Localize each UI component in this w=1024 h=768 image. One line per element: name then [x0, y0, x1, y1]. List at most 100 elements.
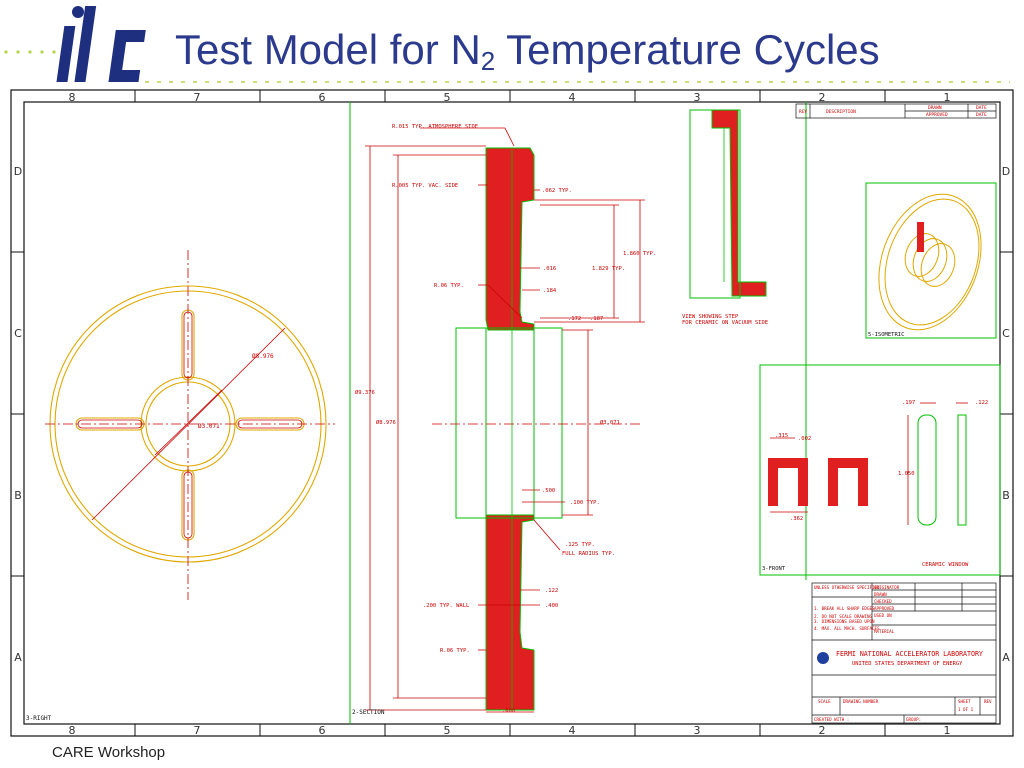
row-label-left: D [14, 165, 22, 178]
dim-r005: R.005 TYP. VAC. SIDE [392, 183, 458, 189]
note-3: 3. DIMENSIONS BASED UPON [814, 619, 875, 624]
view-label-right: 3-RIGHT [26, 715, 52, 722]
note-2: 2. DO NOT SCALE DRAWING [814, 614, 872, 619]
step-note-2: FOR CERAMIC ON VACUUM SIDE [682, 320, 768, 326]
col-label-bottom: 2 [819, 724, 826, 737]
front-view-labels: .197 .122 1.050 .315 .002 .362 CERAMIC W… [775, 400, 988, 568]
step-note-1: VIEW SHOWING STEP [682, 314, 739, 320]
sheet-value: 1 OF 1 [958, 707, 974, 712]
row-labels: D C B A D C B A [14, 165, 1010, 664]
description-label: DESCRIPTION [826, 109, 856, 115]
section-labels: R.015 TYP. ATMOSPHERE SIDE R.005 TYP. VA… [355, 124, 656, 714]
dim-122-window: .122 [975, 400, 988, 406]
row-label-left: A [14, 651, 22, 664]
dim-200: .200 TYP. WALL [423, 603, 470, 609]
isometric-view [878, 193, 982, 331]
lab-name: FERMI NATIONAL ACCELERATOR LABORATORY [836, 650, 983, 658]
row-label-right: A [1002, 651, 1010, 664]
row-label-left: B [14, 489, 22, 502]
col-label-top: 8 [69, 91, 76, 104]
view-label-front: 3-FRONT [762, 566, 786, 572]
title-suffix: Temperature Cycles [495, 26, 880, 73]
col-label-bottom: 4 [569, 724, 576, 737]
step-detail [689, 109, 767, 299]
title-block-lab: FERMI NATIONAL ACCELERATOR LABORATORY UN… [836, 650, 983, 667]
checked-label: CHECKED [874, 599, 892, 604]
dim-400: .400 [545, 603, 558, 609]
dim-1050: 1.050 [898, 471, 915, 477]
row-label-left: C [14, 327, 22, 340]
right-view-labels: Ø8.976 Ø3.071 [198, 353, 274, 430]
rev-label-tb: REV [984, 699, 992, 704]
dim-r06-upper: R.06 TYP. [434, 283, 464, 289]
drawn-label-tb: DRAWN [874, 592, 887, 597]
dim-197: .197 [902, 400, 915, 406]
col-label-bottom: 7 [194, 724, 201, 737]
doe-name: UNITED STATES DEPARTMENT OF ENERGY [852, 661, 963, 667]
fermilab-logo [817, 652, 829, 664]
dim-100: .100 TYP. [570, 500, 600, 506]
col-label-top: 5 [444, 91, 451, 104]
front-view-dim-lines [770, 402, 968, 525]
front-view [768, 414, 967, 526]
col-label-top: 2 [819, 91, 826, 104]
dim-187: .187 [590, 316, 603, 322]
dim-315: .315 [775, 433, 788, 439]
used-on-label: USED ON [874, 613, 892, 618]
footer-text: CARE Workshop [52, 744, 166, 761]
dim-diameter-inner: Ø3.071 [198, 423, 220, 430]
material-label: MATERIAL [874, 629, 895, 634]
title-block-labels: UNLESS OTHERWISE SPECIFIED ORIGINATOR DR… [814, 585, 992, 722]
dim-062: .062 TYP. [542, 188, 572, 194]
step-detail-labels: VIEW SHOWING STEP FOR CERAMIC ON VACUUM … [682, 314, 768, 326]
row-label-right: D [1002, 165, 1010, 178]
dim-184: .184 [543, 288, 557, 294]
rev-label: REV [799, 109, 807, 115]
right-view-centerlines [45, 250, 335, 600]
group-label: GROUP: [906, 717, 921, 722]
dim-362: .362 [790, 516, 803, 522]
outer-frame [10, 89, 1014, 737]
section-dim-lines [365, 127, 645, 713]
date-label: DATE [976, 105, 987, 111]
dim-diameter-outer: Ø8.976 [252, 353, 274, 360]
right-view-dim-lines [91, 327, 286, 521]
dim-1829: 1.829 TYP. [592, 266, 625, 272]
note-4: 4. MAX. ALL MACH. SURFACES [814, 626, 880, 631]
unless-label: UNLESS OTHERWISE SPECIFIED [814, 585, 880, 590]
col-label-bottom: 6 [319, 724, 326, 737]
col-label-top: 4 [569, 91, 576, 104]
dim-1860: 1.860 TYP. [623, 251, 656, 257]
scale-label: SCALE [818, 699, 831, 704]
col-label-top: 6 [319, 91, 326, 104]
col-label-bottom: 5 [444, 724, 451, 737]
created-label: CREATED WITH : [814, 717, 849, 722]
dim-800: .800 [502, 708, 515, 714]
col-label-bottom: 8 [69, 724, 76, 737]
title-prefix: Test Model for N [175, 26, 481, 73]
originator-label: ORIGINATOR [874, 585, 900, 590]
view-boundaries [349, 102, 1001, 724]
dim-125: .125 TYP. [565, 542, 595, 548]
col-label-bottom: 3 [694, 724, 701, 737]
dim-500: .500 [542, 488, 555, 494]
drawing-number-label: DRAWING NUMBER [843, 699, 879, 704]
ilc-logo: ilc [4, 6, 146, 82]
col-label-top: 3 [694, 91, 701, 104]
revision-block [795, 103, 997, 119]
dim-8976: Ø8.976 [376, 419, 396, 426]
dim-r06-lower: R.06 TYP. [440, 648, 470, 654]
row-label-right: B [1002, 489, 1010, 502]
view-label-window: CERAMIC WINDOW [922, 562, 969, 568]
title-subscript: 2 [480, 46, 496, 76]
date-label-2: DATE [976, 112, 987, 118]
dim-3071: Ø3.071 [600, 419, 620, 426]
dim-002: .002 [798, 436, 811, 442]
column-ticks [11, 90, 1013, 736]
col-label-top: 1 [944, 91, 951, 104]
view-label-section: 2-SECTION [352, 709, 385, 716]
sheet-label: SHEET [958, 699, 971, 704]
column-labels: 8 7 6 5 4 3 2 1 8 7 6 5 4 3 2 1 [69, 91, 951, 737]
slide-title: Test Model for N2 Temperature Cycles [175, 26, 880, 77]
col-label-top: 7 [194, 91, 201, 104]
